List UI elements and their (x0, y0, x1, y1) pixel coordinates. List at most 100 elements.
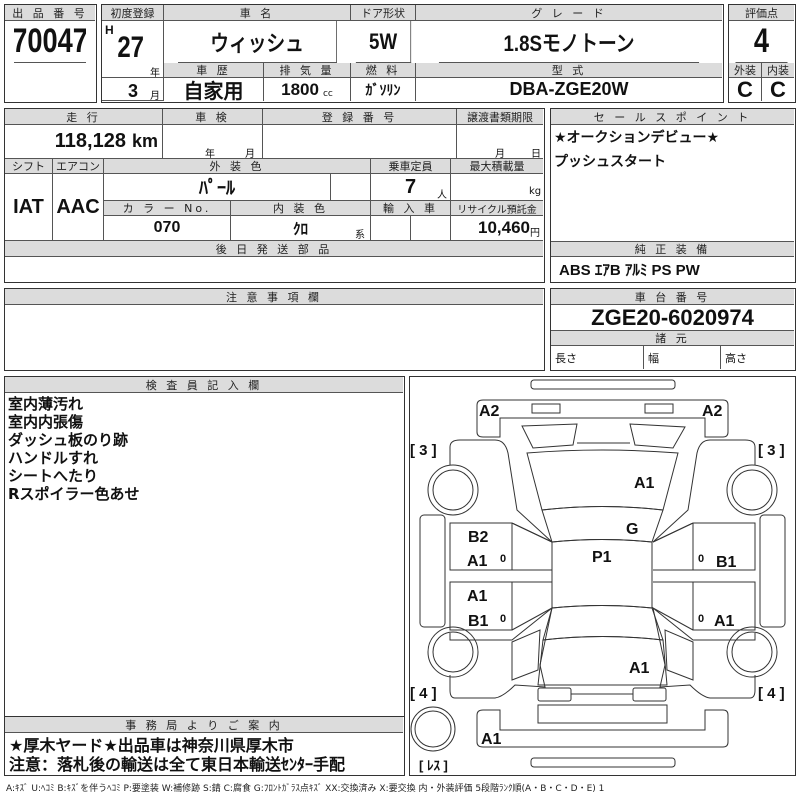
inspection-label: 車 検 (163, 109, 263, 125)
first-reg-label: 初度登録 (102, 5, 164, 21)
hood (526, 449, 679, 511)
max-load-label: 最大積載量 (451, 159, 543, 174)
fuel-label: 燃 料 (351, 63, 416, 78)
inspection-year-unit: 年 (205, 149, 215, 159)
mark-hood: A1 (634, 475, 655, 492)
office-box: 事 務 局 よ り ご 案 内 ★厚木ヤード★出品車は神奈川県厚木市 注意：落札… (4, 716, 405, 776)
wheel-rear-left (427, 626, 479, 678)
front-grille (521, 423, 686, 449)
rear-panel (537, 704, 668, 724)
mark-windshield: G (626, 521, 638, 538)
spec-width: 幅 (644, 346, 721, 369)
cc-unit: cc (322, 88, 333, 99)
office-label: 事 務 局 よ り ご 案 内 (5, 717, 403, 733)
right-rear-fender (652, 606, 756, 699)
inspector-note: 室内内張傷 (8, 413, 84, 431)
mileage-cell: 118,128 km (5, 125, 163, 159)
spare-tire (410, 706, 456, 752)
legend: A:ｷｽﾞ U:ﾍｺﾐ B:ｷｽﾞを伴うﾍｺﾐ P:要塗装 W:補修跡 S:錆 … (6, 784, 605, 794)
displacement-label: 排 気 量 (264, 63, 351, 78)
spec-height: 高さ (725, 351, 747, 365)
fuel: ｶﾞｿﾘﾝ (351, 78, 416, 101)
reg-month: 3 (128, 81, 139, 101)
mileage-label: 走 行 (5, 109, 163, 125)
door-type: 5W (355, 21, 412, 63)
notes-box: 注 意 事 項 欄 (4, 288, 545, 371)
lot-label: 出 品 番 号 (5, 5, 95, 21)
tire-spare: [ ﾚｽ ] (419, 758, 448, 773)
score-label: 評価点 (729, 5, 794, 21)
color-no: 070 (104, 216, 231, 241)
color-no-label: カ ラ ー No. (104, 201, 231, 216)
left-rocker (419, 514, 446, 628)
tire-front-right: [ 3 ] (758, 442, 785, 459)
mark-front-bumper-left: A2 (479, 403, 500, 420)
inspector-note: ハンドルすれ (8, 449, 99, 467)
right-front-fender (652, 439, 756, 543)
int-color-label: 内 装 色 (231, 201, 371, 216)
left-front-fender (449, 439, 553, 543)
first-reg-cell: H 27 年 3 月 (102, 21, 164, 101)
lot-number: 70047 (14, 21, 86, 63)
transfer-deadline-cell: 月 日 (457, 125, 543, 159)
details-box: 走 行 118,128 km 車 検 年 月 登 録 番 号 譲渡書類期限 月 … (4, 108, 545, 283)
mark-front-bumper-right: A2 (702, 403, 723, 420)
reg-year: 27 (117, 31, 145, 64)
taillight-right (632, 687, 667, 702)
car-diagram-svg: A2 A2 A1 G P1 B2 A1 A1 B1 B1 A1 A1 A1 0 … (410, 379, 786, 773)
score-box: 評価点 4 外装 内装 C C (728, 4, 796, 103)
year-unit: 年 (150, 68, 160, 79)
exterior-label: 外装 (729, 63, 762, 78)
import-cell-2 (411, 216, 451, 241)
later-parts-label: 後 日 発 送 部 品 (5, 241, 543, 257)
inspector-note: シートへたり (8, 467, 99, 485)
taillight-left (537, 687, 572, 702)
equipment: ABS ｴｱB ｱﾙﾐ PS PW (559, 261, 700, 279)
office-note-2: 注意：落札後の輸送は全て東日本輸送ｾﾝﾀｰ手配 (9, 755, 346, 774)
mark-right-front-door: B1 (716, 554, 737, 571)
zero-mark: 0 (500, 613, 506, 625)
capacity: 7 (404, 175, 417, 198)
shift: IAT (5, 174, 53, 241)
recycle-fee: 10,460 (478, 218, 530, 237)
mark-left-rear-door: B1 (468, 613, 489, 630)
transfer-deadline-label: 譲渡書類期限 (457, 109, 543, 125)
int-color-unit: 系 (355, 230, 365, 241)
grade-label: グ レ ー ド (416, 5, 722, 21)
wheel-front-left (427, 464, 479, 516)
inspector-label: 検 査 員 記 入 欄 (5, 377, 403, 393)
aircon-label: エアコン (53, 159, 104, 174)
inspector-box: 検 査 員 記 入 欄 室内薄汚れ 室内内張傷 ダッシュ板のり跡 ハンドルすれ … (4, 376, 405, 717)
headlight-left (531, 403, 561, 414)
inspector-note: 室内薄汚れ (8, 395, 84, 413)
displacement-cell: 1800 cc (264, 78, 351, 101)
mark-right-rear-door: A1 (714, 613, 735, 630)
interior-grade: C (770, 78, 786, 101)
vehicle-header: 初度登録 H 27 年 3 月 車 名 ウィッシュ ドア形状 5W グ レ ー … (101, 4, 724, 103)
model-code: DBA-ZGE20W (509, 79, 629, 99)
chassis-label: 車 台 番 号 (551, 289, 794, 305)
office-note-1: ★厚木ヤード★出品車は神奈川県厚木市 (9, 736, 294, 755)
rear-gate (537, 636, 668, 686)
reg-number-label: 登 録 番 号 (263, 109, 457, 125)
tire-rear-right: [ 4 ] (758, 685, 785, 702)
sales-point-1: ★オークションデビュー★ (554, 130, 720, 146)
chassis-number: ZGE20-6020974 (551, 305, 794, 331)
tire-rear-left: [ 4 ] (410, 685, 437, 702)
import-cell-1 (371, 216, 411, 241)
reg-number-cell (263, 125, 457, 159)
model-label: 型 式 (416, 63, 722, 78)
rear-bumper (476, 709, 729, 748)
inspector-note: ダッシュ板のり跡 (8, 431, 129, 449)
car-name: ウィッシュ (178, 21, 337, 63)
car-name-label: 車 名 (164, 5, 351, 21)
inspector-note: Rスポイラー色あせ (8, 485, 140, 503)
zero-mark: 0 (500, 553, 506, 565)
windshield (541, 506, 664, 543)
front-edge-bar (530, 379, 676, 390)
right-rocker (759, 514, 786, 628)
aircon: AAC (53, 174, 104, 241)
mark-left-front-door: B2 (468, 529, 489, 546)
equipment-label: 純 正 装 備 (551, 241, 794, 257)
month-unit: 月 (150, 91, 160, 101)
